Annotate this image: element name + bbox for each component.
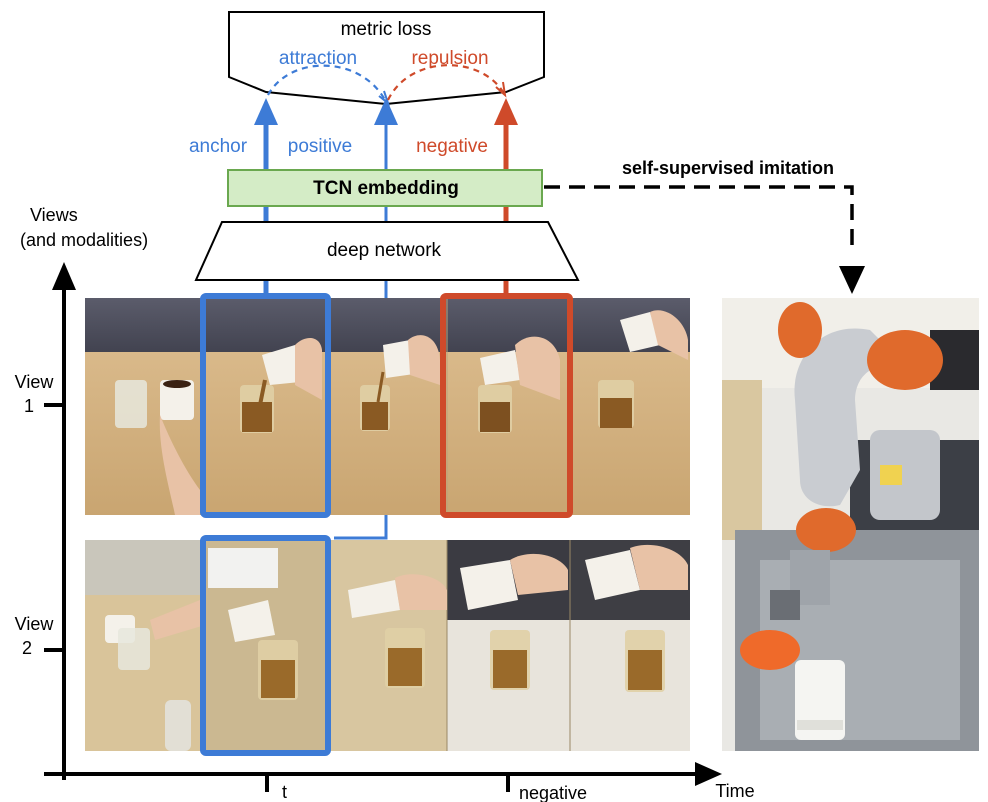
anchor-frame-highlight (200, 293, 331, 518)
anchor-label: anchor (189, 136, 248, 157)
positive-frame-highlight (200, 535, 331, 756)
views-axis-label: Views (30, 205, 78, 225)
positive-arrow (374, 98, 398, 125)
view1-label-line1: View (15, 372, 55, 392)
robot-photo (722, 298, 979, 751)
repulsion-label: repulsion (411, 48, 488, 69)
self-supervised-arrowhead (839, 266, 865, 294)
attraction-arc (267, 64, 386, 101)
tcn-embedding-box (227, 169, 543, 207)
view1-photo-strip (85, 298, 690, 515)
time-axis-arrow (695, 762, 722, 786)
deep-network-box (194, 221, 580, 281)
negative-frame-highlight (440, 293, 573, 518)
negative-arrow (494, 98, 518, 125)
anchor-arrow (254, 98, 278, 125)
metric-loss-label: metric loss (341, 19, 432, 40)
metric-loss-box (228, 11, 545, 106)
repulsion-arrowhead (495, 81, 507, 98)
attraction-label: attraction (279, 48, 357, 69)
deep-network-label: deep network (327, 240, 442, 261)
view1-label-line2: 1 (24, 396, 34, 416)
self-supervised-label: self-supervised imitation (622, 158, 834, 178)
repulsion-arc (387, 64, 504, 101)
t-tick-label: t (282, 782, 287, 802)
positive-label: positive (288, 136, 352, 157)
view2-label-line2: 2 (22, 638, 32, 658)
view2-label-line1: View (15, 614, 55, 634)
negative-label: negative (416, 136, 488, 157)
views-axis-arrow (52, 262, 76, 290)
tcn-embedding-label: TCN embedding (313, 178, 459, 199)
views-axis-sublabel: (and modalities) (20, 230, 148, 250)
negative-tick-label: negative (519, 783, 587, 802)
view2-photo-strip (85, 540, 690, 751)
self-supervised-line (544, 185, 854, 248)
time-axis-label: Time (715, 781, 754, 801)
